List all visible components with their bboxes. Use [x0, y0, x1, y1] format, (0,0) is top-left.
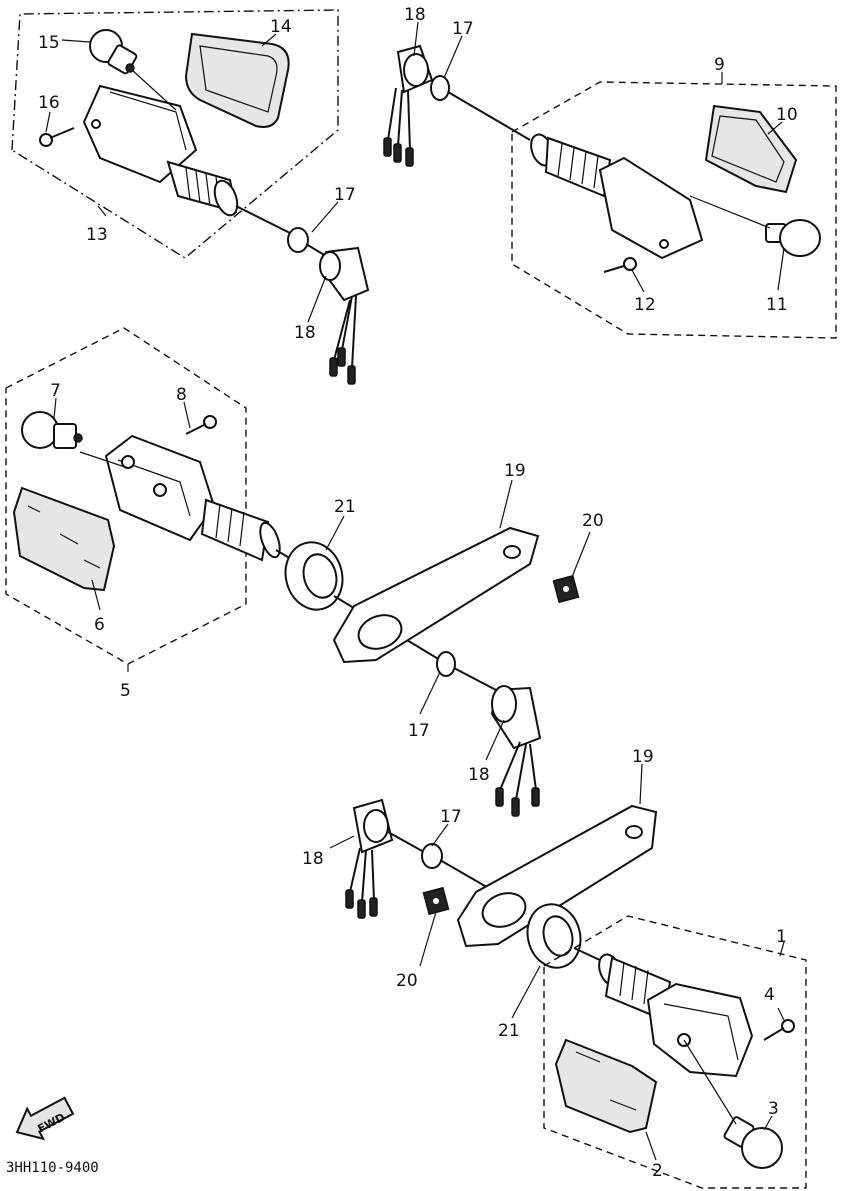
fwd-arrow-icon	[15, 1096, 75, 1141]
lens-2	[554, 1038, 658, 1134]
assembly-9-front-right	[383, 21, 837, 339]
callout-2: 2	[652, 1161, 663, 1181]
lens-6	[12, 486, 116, 592]
bracket-19-middle	[332, 526, 540, 664]
bracket-19-lower	[456, 804, 658, 948]
wire-connector-18-middle	[490, 685, 542, 817]
callout-18-middle: 18	[468, 765, 490, 785]
callout-15: 15	[38, 33, 60, 53]
callout-8: 8	[176, 385, 187, 405]
callout-4: 4	[764, 985, 775, 1005]
assembly-13-boundary	[11, 9, 339, 259]
callout-17-top-left: 17	[334, 185, 356, 205]
nut-20-middle	[552, 574, 580, 604]
callout-17-top-right: 17	[452, 19, 474, 39]
grommet-17-top-right	[430, 75, 450, 101]
screw-12	[603, 257, 637, 273]
assembly-1-boundary	[543, 915, 807, 1189]
callout-9: 9	[714, 55, 725, 75]
callout-5: 5	[120, 681, 131, 701]
lens-10	[704, 104, 798, 194]
bulb-11	[765, 219, 821, 257]
callout-11: 11	[766, 295, 788, 315]
callout-3: 3	[768, 1099, 779, 1119]
callout-20-lower: 20	[396, 971, 418, 991]
callout-18-lower: 18	[302, 849, 324, 869]
callout-10: 10	[776, 105, 798, 125]
grommet-17-lower	[421, 843, 443, 869]
bulb-7	[21, 411, 83, 449]
grommet-17-middle	[436, 651, 456, 677]
callout-1: 1	[776, 927, 787, 947]
callout-6: 6	[94, 615, 105, 635]
housing-13	[82, 84, 239, 217]
diagram-code: 3HH110-9400	[6, 1160, 99, 1176]
lens-14	[184, 32, 290, 128]
assembly-5-boundary	[5, 327, 247, 665]
wire-connector-18-top-left	[319, 246, 370, 385]
callout-21-middle: 21	[334, 497, 356, 517]
assembly-1-rear-right	[543, 915, 807, 1189]
callout-18-top-left: 18	[294, 323, 316, 343]
screw-4	[763, 1019, 795, 1041]
callout-labels: 15 14 16 13 17 18 18 17 9 10 12 11 7 8 6…	[38, 5, 798, 1181]
callout-21-lower: 21	[498, 1021, 520, 1041]
bulb-3	[723, 1116, 783, 1169]
callout-19-lower: 19	[632, 747, 654, 767]
callout-19-middle: 19	[504, 461, 526, 481]
assembly-13-front-left	[11, 9, 370, 385]
callout-12: 12	[634, 295, 656, 315]
callout-17-middle: 17	[408, 721, 430, 741]
wire-connector-18-top-right	[383, 44, 434, 167]
nut-20-lower	[422, 886, 450, 916]
housing-9	[530, 133, 704, 260]
callout-13: 13	[86, 225, 108, 245]
callout-17-lower: 17	[440, 807, 462, 827]
screw-16	[39, 127, 75, 147]
housing-1	[598, 953, 754, 1078]
connector-group-lower	[345, 798, 394, 919]
bulb-15	[89, 29, 138, 75]
callout-18-top-right: 18	[404, 5, 426, 25]
callout-16: 16	[38, 93, 60, 113]
assembly-5-rear-left	[5, 327, 281, 672]
assembly-9-boundary	[511, 81, 837, 339]
callout-20-middle: 20	[582, 511, 604, 531]
callout-7: 7	[50, 381, 61, 401]
grommet-17-top-left	[287, 227, 309, 253]
callout-14: 14	[270, 17, 292, 37]
screw-8	[185, 415, 217, 435]
grommet-21-middle	[284, 541, 344, 611]
housing-5	[104, 434, 281, 562]
